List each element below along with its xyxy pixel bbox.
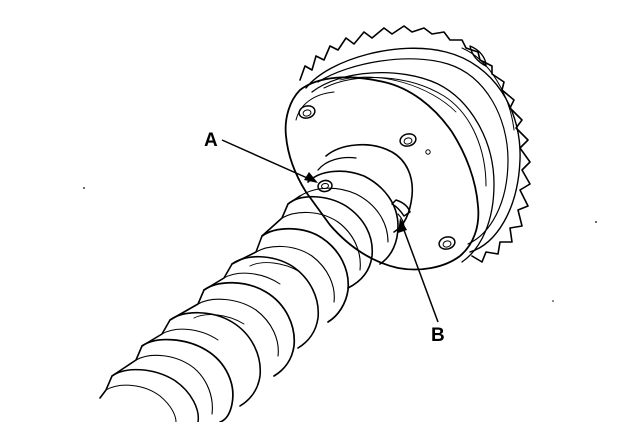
gear-assembly <box>299 25 531 263</box>
hub-front-face <box>284 76 480 271</box>
callout-b-leader <box>400 221 439 323</box>
callout-a-leader <box>221 139 315 182</box>
callout-b-label: B <box>431 325 445 346</box>
bolt-hole-bottom <box>438 236 456 250</box>
callout-a-label: A <box>204 130 218 151</box>
locating-pin <box>425 149 431 155</box>
callout-a: A <box>204 130 318 183</box>
gear-teeth <box>299 25 531 263</box>
hub-housing <box>284 72 495 271</box>
callout-b: B <box>398 218 445 346</box>
cam-lobe-3 <box>141 338 234 422</box>
callout-b-arrowhead <box>398 218 407 233</box>
bolt-hole-left <box>298 105 316 119</box>
oil-hole <box>317 179 333 193</box>
gear-root-circle <box>305 47 521 253</box>
bolt-hole-center <box>399 133 417 147</box>
shaft-neck <box>299 143 414 265</box>
shaft-top-edge <box>99 195 301 399</box>
cam-lobe-2 <box>203 281 296 377</box>
camshaft-body <box>99 195 373 422</box>
cam-lobe-1 <box>261 227 350 323</box>
callout-a-arrowhead <box>304 172 318 183</box>
